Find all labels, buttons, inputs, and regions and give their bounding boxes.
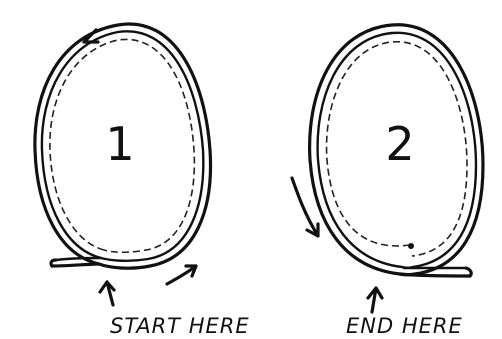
end-here-label: END HERE — [346, 314, 463, 338]
loop-1: 1 — [35, 24, 211, 305]
loop-1-exit-arrow — [167, 266, 196, 284]
end-up-arrow — [368, 288, 382, 312]
loop-1-tail-inner — [56, 258, 101, 260]
loop-2: 2 — [292, 25, 483, 312]
loop-1-tail-outer — [52, 264, 99, 266]
start-up-arrow — [100, 282, 114, 305]
loop-2-number: 2 — [385, 117, 414, 171]
loop-1-number: 1 — [105, 117, 134, 171]
loop-2-end-dot — [408, 243, 414, 249]
loop-2-tail-outer — [400, 274, 470, 276]
start-here-label: START HERE — [110, 314, 250, 338]
